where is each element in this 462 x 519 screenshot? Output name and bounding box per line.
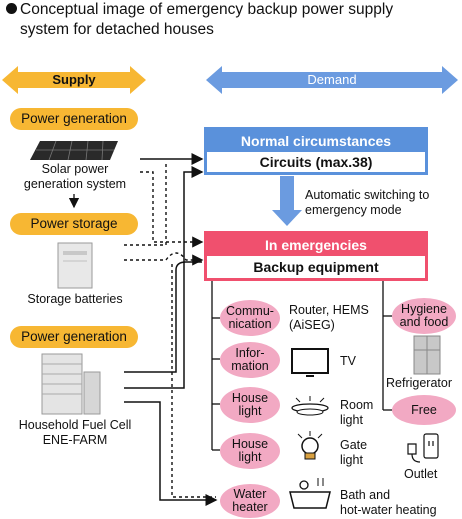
solar-caption-line-2: generation system (23, 177, 127, 191)
storage-battery-icon (57, 242, 93, 289)
demand-header: Demand (307, 72, 357, 87)
category-communication-line-2: nication (228, 317, 272, 331)
switch-caption-line-1: Automatic switching to (305, 188, 430, 202)
item-bath-line-2: hot-water heating (340, 503, 437, 517)
item-router-line-2: (AiSEG) (289, 318, 335, 332)
category-free-label: Free (411, 402, 437, 417)
item-bath: Bath and hot-water heating (340, 488, 460, 518)
switch-arrow (272, 176, 302, 226)
category-hygiene-food-line-2: and food (399, 315, 449, 329)
bath-icon (289, 478, 331, 509)
category-house-light-gate-line-1: House (231, 437, 269, 451)
solar-caption-line-1: Solar power (41, 162, 109, 176)
solar-panel-icon (30, 140, 118, 161)
item-router-line-1: Router, HEMS (289, 303, 369, 317)
supply-header: Supply (52, 72, 96, 87)
power-generation-pill: Power generation (10, 108, 138, 130)
item-bath-line-1: Bath and (340, 488, 391, 502)
normal-subtitle: Circuits (max.38) (207, 152, 425, 172)
category-water-heater-line-2: heater (232, 500, 268, 514)
storage-batteries-caption: Storage batteries (27, 292, 123, 306)
normal-title: Normal circumstances (207, 130, 425, 152)
power-generation-pill-2: Power generation (10, 326, 138, 348)
demand-arrow (206, 66, 458, 94)
item-room-light: Room light (340, 398, 384, 428)
fuel-cell-caption-line-2: ENE-FARM (42, 433, 108, 447)
page-title: Conceptual image of emergency backup pow… (6, 0, 456, 40)
title-line-2: system for detached houses (20, 21, 214, 38)
fuel-cell-caption-line-1: Household Fuel Cell (18, 418, 132, 432)
normal-circumstances-box: Normal circumstances Circuits (max.38) (204, 127, 428, 175)
category-communication-line-1: Commu- (226, 304, 274, 318)
fuel-cell-icon (41, 353, 101, 415)
item-refrigerator: Refrigerator (386, 376, 452, 390)
outlet-icon (407, 433, 439, 463)
gate-light-icon (297, 431, 323, 460)
category-free: Free (392, 395, 456, 425)
item-gate-light-line-2: light (340, 453, 363, 467)
category-information-line-2: mation (231, 359, 269, 373)
solar-caption: Solar power generation system (0, 162, 150, 192)
switch-caption: Automatic switching to emergency mode (305, 188, 460, 218)
room-light-icon (291, 396, 329, 416)
category-house-light-gate-line-2: light (238, 450, 262, 464)
switch-caption-line-2: emergency mode (305, 203, 402, 217)
category-water-heater-line-1: Water (233, 487, 267, 501)
power-storage-pill: Power storage (10, 213, 138, 235)
category-information-line-1: Infor- (235, 346, 265, 360)
title-line-1: Conceptual image of emergency backup pow… (20, 1, 394, 18)
item-gate-light: Gate light (340, 438, 380, 468)
item-outlet: Outlet (404, 467, 438, 481)
item-gate-light-line-1: Gate (340, 438, 368, 452)
emergency-box: In emergencies Backup equipment (204, 231, 428, 281)
item-room-light-line-2: light (340, 413, 363, 427)
category-house-light-room-line-2: light (238, 404, 262, 418)
bullet-icon (6, 3, 17, 14)
tv-icon (291, 348, 329, 377)
item-tv: TV (340, 354, 356, 368)
category-house-light-room-line-1: House (231, 391, 269, 405)
refrigerator-icon (413, 335, 441, 375)
emergency-title: In emergencies (207, 234, 425, 256)
emergency-subtitle: Backup equipment (207, 256, 425, 278)
item-room-light-line-1: Room (340, 398, 374, 412)
item-router: Router, HEMS (AiSEG) (289, 303, 384, 333)
supply-arrow (2, 66, 146, 94)
category-information: Infor-mation (220, 342, 280, 378)
category-hygiene-food-line-1: Hygiene (401, 302, 447, 316)
category-communication: Commu-nication (220, 300, 280, 336)
fuel-cell-caption: Household Fuel Cell ENE-FARM (0, 418, 150, 448)
